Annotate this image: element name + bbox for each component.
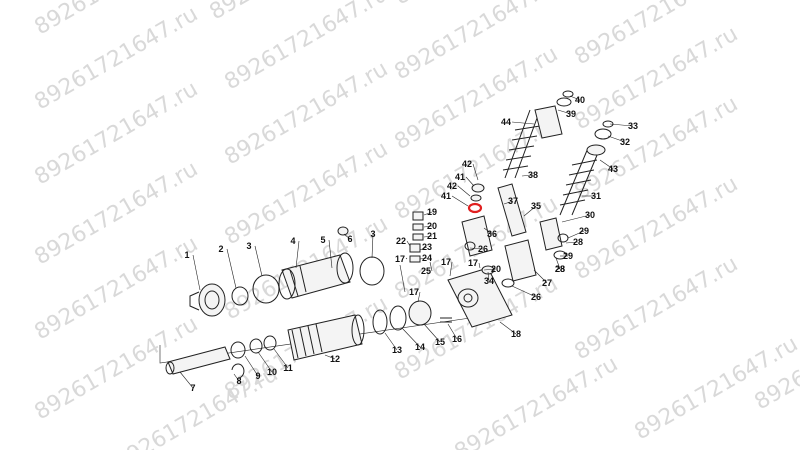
callout-label: 17 <box>441 257 451 267</box>
callout-label: 17 <box>409 287 419 297</box>
part-ring-11 <box>264 336 276 350</box>
callout-label: 14 <box>415 342 425 352</box>
callout-label: 18 <box>511 329 521 339</box>
callout-label: 10 <box>267 367 277 377</box>
callout-label: 29 <box>563 251 573 261</box>
leader-line <box>452 196 468 206</box>
callout-label: 1 <box>184 250 189 260</box>
callout-label: 36 <box>487 229 497 239</box>
callout-label: 20 <box>491 264 501 274</box>
callout-label: 30 <box>585 210 595 220</box>
callout-label: 21 <box>427 231 437 241</box>
callout-label: 38 <box>528 170 538 180</box>
callout-label: 28 <box>555 264 565 274</box>
callout-label: 8 <box>236 376 241 386</box>
callout-label: 9 <box>255 371 260 381</box>
part-rod-7 <box>166 347 230 374</box>
callout-label: 7 <box>190 383 195 393</box>
callout-label: 24 <box>422 253 432 263</box>
callout-label: 12 <box>330 354 340 364</box>
callout-label: 22 <box>396 236 406 246</box>
callout-label: 42 <box>462 159 472 169</box>
callout-label: 35 <box>531 201 541 211</box>
callout-label: 15 <box>435 337 445 347</box>
callout-label: 17 <box>468 258 478 268</box>
callout-label: 42 <box>447 181 457 191</box>
callout-label: 27 <box>542 278 552 288</box>
callout-label: 34 <box>484 276 494 286</box>
callout-label: 16 <box>452 334 462 344</box>
part-body-18 <box>448 268 512 327</box>
callout-label: 4 <box>290 236 295 246</box>
callout-label: 26 <box>531 292 541 302</box>
callout-label: 23 <box>422 242 432 252</box>
leader-line <box>193 255 200 290</box>
callout-label: 20 <box>427 221 437 231</box>
callout-label: 29 <box>579 226 589 236</box>
highlighted-part-41 <box>469 204 481 212</box>
part-ring-10 <box>250 339 262 353</box>
leader-line <box>479 263 480 268</box>
callout-label: 3 <box>246 241 251 251</box>
callout-label: 28 <box>573 237 583 247</box>
part-ring-9 <box>231 342 245 358</box>
callout-label: 40 <box>575 95 585 105</box>
leader-line <box>227 249 236 288</box>
part-nut-1 <box>190 284 225 316</box>
callout-label: 31 <box>591 191 601 201</box>
callout-label: 39 <box>566 109 576 119</box>
callout-label: 5 <box>320 235 325 245</box>
callout-label: 25 <box>421 266 431 276</box>
part-washer-15 <box>409 301 431 325</box>
callout-label: 11 <box>283 363 293 373</box>
callout-label: 3 <box>370 229 375 239</box>
leader-line <box>406 258 407 259</box>
callout-label: 17 <box>395 254 405 264</box>
leader-line <box>255 246 262 276</box>
callout-label: 41 <box>441 191 451 201</box>
callout-label: 33 <box>628 121 638 131</box>
callout-label: 6 <box>347 234 352 244</box>
callout-label: 13 <box>392 345 402 355</box>
callout-label: 2 <box>218 244 223 254</box>
callout-label: 32 <box>620 137 630 147</box>
callout-label: 43 <box>608 164 618 174</box>
part-seal-3b <box>360 257 384 285</box>
watermark-text: 89261721647.ru <box>451 352 623 450</box>
part-piston-12 <box>288 315 364 360</box>
callout-label: 37 <box>508 196 518 206</box>
part-ring-14 <box>390 306 406 330</box>
callout-label: 44 <box>501 117 511 127</box>
callout-label: 26 <box>478 244 488 254</box>
callout-label: 19 <box>427 207 437 217</box>
